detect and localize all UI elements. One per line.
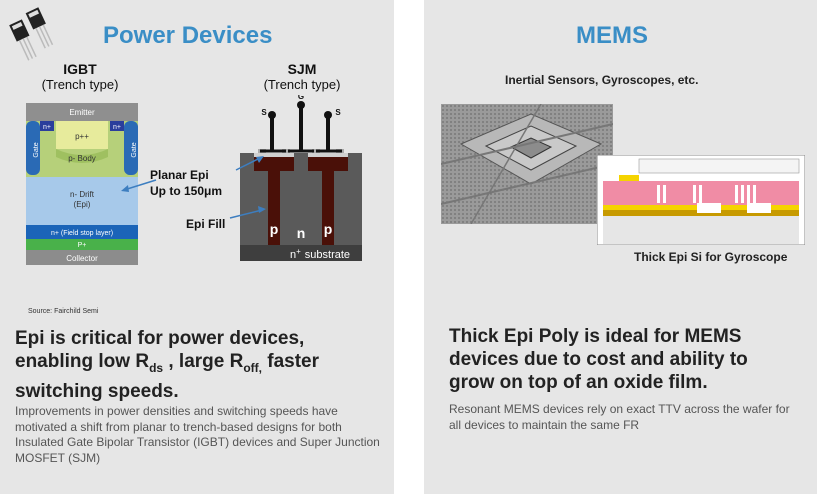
- gyroscope-caption: Thick Epi Si for Gyroscope: [634, 250, 788, 264]
- mems-micrograph-image: [441, 104, 613, 224]
- heading-l2b: , large R: [163, 351, 244, 372]
- power-devices-heading: Epi is critical for power devices, enabl…: [15, 327, 387, 403]
- source-credit: Source: Fairchild Semi: [28, 308, 99, 315]
- igbt-nplus-left-text: n+: [43, 124, 51, 131]
- igbt-cross-section-diagram: Emitter Gate Gate n+ n+ p++ p- Body n- D…: [26, 103, 138, 265]
- gyroscope-cross-section-image: [597, 155, 805, 245]
- heading-rds-sub: ds: [149, 360, 164, 375]
- planar-epi-annotation: Planar Epi Up to 150μm: [150, 167, 240, 199]
- sjm-s1-text: S: [261, 108, 267, 117]
- igbt-label: IGBT (Trench type): [30, 61, 130, 93]
- igbt-nplus-right-text: n+: [113, 124, 121, 131]
- mems-title: MEMS: [576, 22, 648, 49]
- heading-line2: enabling low Rds , large Roff, faster: [15, 350, 387, 380]
- igbt-collector-text: Collector: [66, 254, 98, 263]
- heading-line1: Epi is critical for power devices,: [15, 328, 305, 349]
- igbt-gate-left-text: Gate: [33, 142, 40, 157]
- igbt-ndrift-text: n- Drift: [70, 190, 95, 199]
- mems-heading: Thick Epi Poly is ideal for MEMS devices…: [449, 326, 748, 393]
- heading-roff-sub: off,: [243, 360, 262, 375]
- power-devices-body: Improvements in power densities and swit…: [15, 404, 380, 465]
- sjm-name: SJM: [287, 61, 317, 77]
- igbt-fieldstop-text: n+ (Field stop layer): [51, 230, 113, 237]
- igbt-pplus-text: P+: [78, 242, 87, 249]
- mems-subtitle: Inertial Sensors, Gyroscopes, etc.: [505, 73, 699, 87]
- sjm-substrate-sup: +: [296, 247, 301, 256]
- planar-epi-text: Planar Epi: [150, 168, 209, 182]
- mems-panel: MEMS Inertial Sensors, Gyroscopes, etc.: [424, 0, 817, 494]
- sjm-g-text: G: [298, 95, 304, 101]
- igbt-pplusplus-text: p++: [75, 132, 89, 141]
- transistor-package-image: [9, 7, 54, 61]
- igbt-emitter-text: Emitter: [69, 108, 95, 117]
- sjm-substrate-word: substrate: [305, 249, 350, 261]
- annotation-arrows: [121, 156, 266, 219]
- igbt-name: IGBT: [63, 61, 97, 77]
- sjm-type: (Trench type): [263, 77, 341, 92]
- sjm-p2-text: p: [324, 221, 333, 237]
- heading-l2c: faster: [261, 351, 320, 372]
- mems-body: Resonant MEMS devices rely on exact TTV …: [449, 402, 790, 432]
- planar-epi-thickness: Up to 150μm: [150, 184, 223, 198]
- igbt-type: (Trench type): [41, 77, 119, 92]
- epi-fill-annotation: Epi Fill: [186, 217, 226, 231]
- sjm-s2-text: S: [335, 108, 341, 117]
- sjm-substrate-text: n+ substrate: [290, 247, 350, 261]
- heading-line3: switching speeds.: [15, 380, 179, 402]
- power-devices-panel: Power Devices IGBT (Trench type) SJM (Tr…: [0, 0, 394, 494]
- sjm-label: SJM (Trench type): [252, 61, 352, 93]
- igbt-pbody-text: p- Body: [68, 154, 96, 163]
- sjm-substrate-n: n: [290, 249, 296, 261]
- sjm-n-text: n: [297, 225, 306, 241]
- sjm-p1-text: p: [270, 221, 279, 237]
- igbt-gate-right-text: Gate: [131, 142, 138, 157]
- heading-l2a: enabling low R: [15, 351, 150, 372]
- power-devices-title: Power Devices: [103, 22, 273, 49]
- igbt-epi-text: (Epi): [74, 200, 91, 209]
